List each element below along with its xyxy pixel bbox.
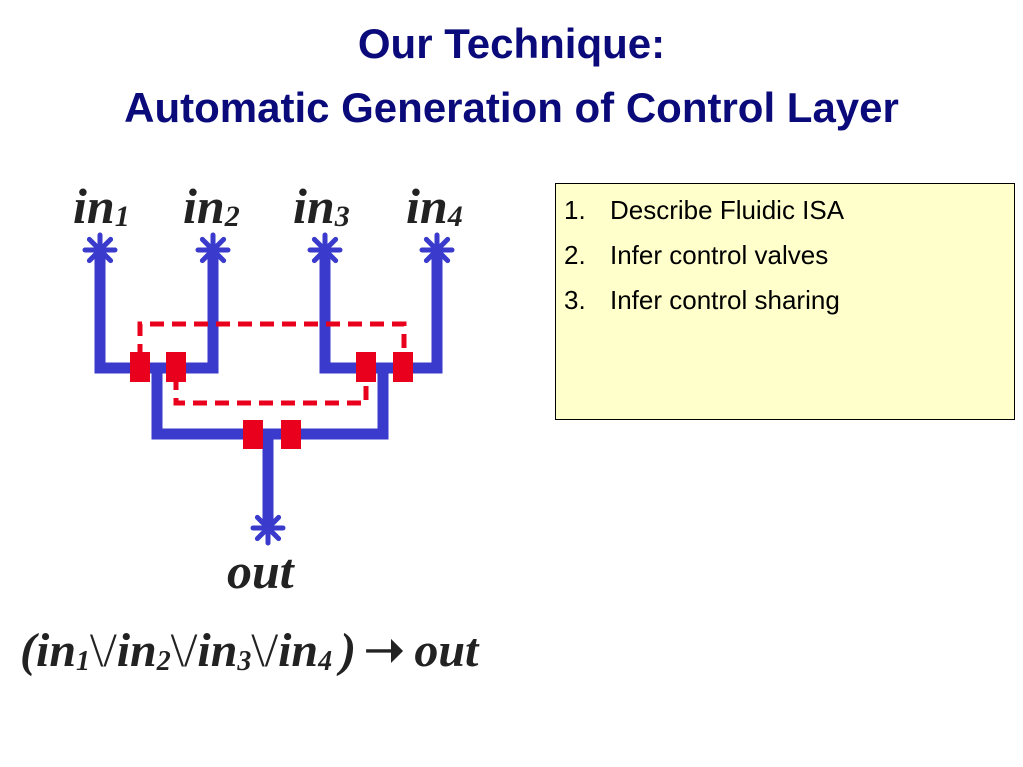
step-item: 2. Infer control valves xyxy=(564,233,1014,278)
valve xyxy=(130,352,150,382)
input-label-in1: in1 xyxy=(73,178,130,234)
input-label-in3: in3 xyxy=(293,178,350,234)
formula-result: out xyxy=(414,624,480,677)
control-lines xyxy=(137,321,407,406)
input-port-1-asterisk-icon xyxy=(82,232,118,268)
formula: (in1\/in2\/in3\/in4)➝out xyxy=(20,624,480,677)
step-number: 3. xyxy=(564,285,586,315)
flow-channel-in3-in4 xyxy=(319,244,443,374)
input-port-2-asterisk-icon xyxy=(195,232,231,268)
valve xyxy=(356,352,376,382)
arrow-icon: ➝ xyxy=(364,624,404,677)
or-operator: \/ xyxy=(171,624,198,677)
input-port-3-asterisk-icon xyxy=(307,232,343,268)
slide-title-line-1: Our Technique: xyxy=(357,20,666,67)
control-valves xyxy=(130,352,413,449)
flow-channels xyxy=(94,244,443,534)
control-line-upper xyxy=(137,321,407,358)
formula-close-paren: ) xyxy=(336,624,356,677)
valve xyxy=(281,420,301,449)
output-label: out xyxy=(227,543,296,599)
valve xyxy=(166,352,186,382)
step-item: 1. Describe Fluidic ISA xyxy=(564,188,1014,233)
valve xyxy=(393,352,413,382)
input-labels: in1 in2 in3 in4 xyxy=(73,178,463,234)
flow-channel-in1-in2 xyxy=(94,244,219,374)
step-text: Describe Fluidic ISA xyxy=(610,195,845,225)
control-line-lower xyxy=(173,376,369,406)
output-port-asterisk-icon xyxy=(250,510,286,546)
or-operator: \/ xyxy=(251,624,278,677)
steps-box: 1. Describe Fluidic ISA 2. Infer control v… xyxy=(555,183,1015,420)
valve xyxy=(243,420,263,449)
input-label-in2: in2 xyxy=(183,178,240,234)
formula-open-paren: ( xyxy=(20,624,39,677)
step-text: Infer control valves xyxy=(610,240,829,270)
steps-list: 1. Describe Fluidic ISA 2. Infer control v… xyxy=(556,184,1014,323)
input-port-4-asterisk-icon xyxy=(419,232,455,268)
step-number: 2. xyxy=(564,240,586,270)
step-item: 3. Infer control sharing xyxy=(564,278,1014,323)
step-text: Infer control sharing xyxy=(610,285,840,315)
step-number: 1. xyxy=(564,195,586,225)
input-label-in4: in4 xyxy=(406,178,463,234)
or-operator: \/ xyxy=(90,624,117,677)
ports xyxy=(82,232,455,546)
slide-title-line-2: Automatic Generation of Control Layer xyxy=(124,84,899,131)
